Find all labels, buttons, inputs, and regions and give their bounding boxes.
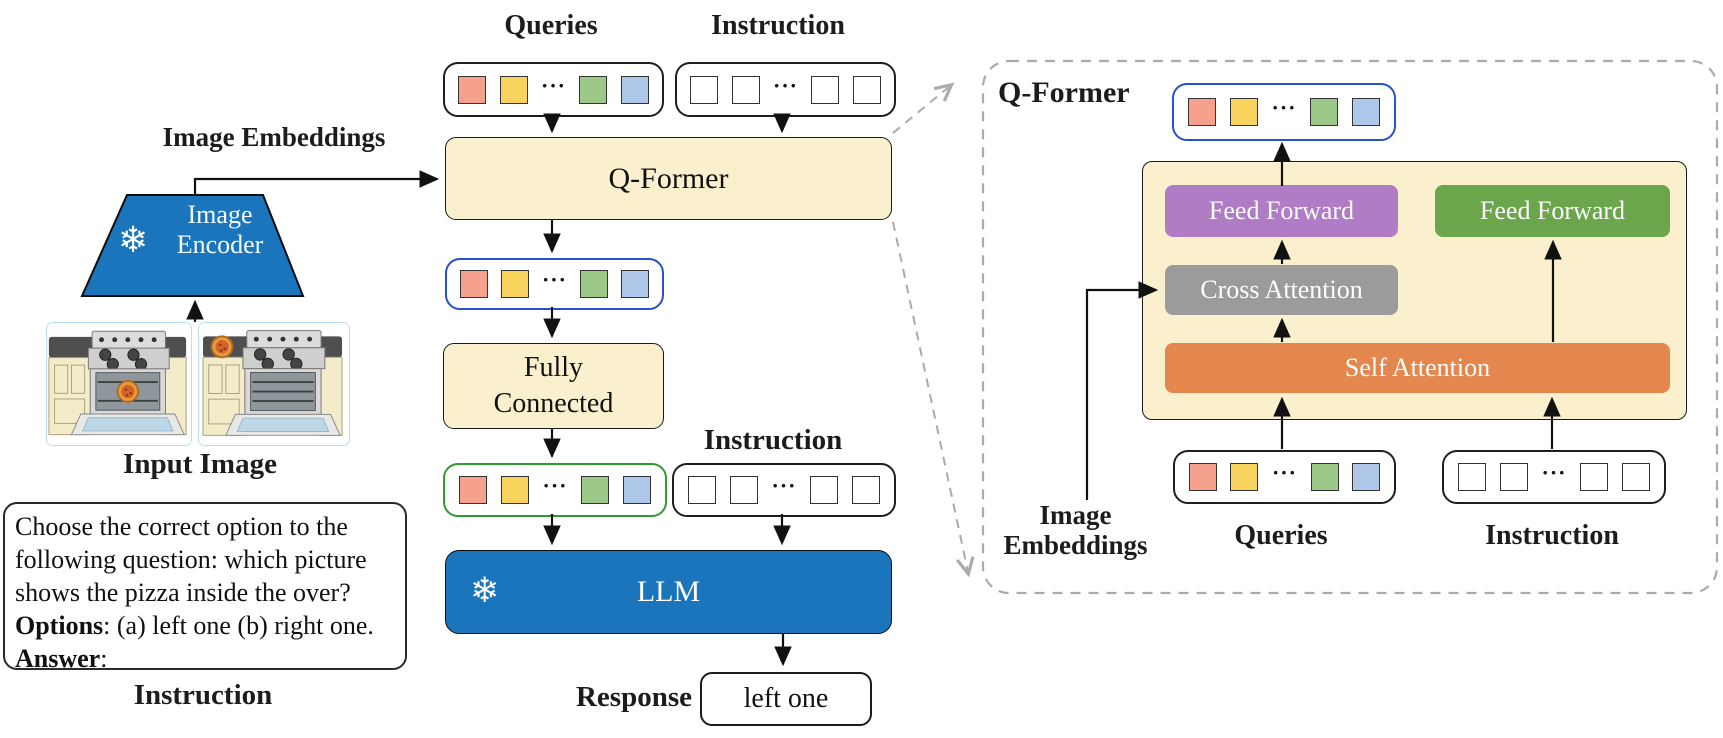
- projected-token-box: ···: [443, 463, 667, 517]
- panel-queries-token-box: ···: [1173, 450, 1396, 504]
- token-square: [1580, 463, 1609, 491]
- cross-attention-block: Cross Attention: [1165, 265, 1398, 315]
- token-square: [1229, 98, 1258, 126]
- token-square: [1622, 463, 1651, 491]
- ellipsis-dots: ···: [540, 72, 566, 98]
- image-encoder-label: Image Encoder: [160, 200, 280, 260]
- instruction-text-line: Answer:: [15, 644, 108, 673]
- token-square: [1352, 463, 1381, 491]
- panel-instruction-token-box: ···: [1442, 450, 1666, 504]
- oven-illustration-left: [48, 330, 187, 436]
- token-square: [731, 75, 760, 104]
- ellipsis-dots: ···: [772, 72, 798, 98]
- snowflake-icon: ❄: [118, 220, 149, 260]
- llm-box: ❄ LLM: [445, 550, 892, 634]
- token-square: [500, 476, 529, 504]
- snowflake-icon: ❄: [470, 571, 500, 610]
- llm-box-label: LLM: [636, 575, 701, 608]
- oven-pizza-on-counter-image: [198, 322, 350, 446]
- ellipsis-dots: ···: [1271, 460, 1297, 485]
- token-square: [1499, 463, 1528, 491]
- instruction-label-top: Instruction: [711, 10, 845, 41]
- dashed-connector-top: [892, 82, 955, 134]
- token-square: [729, 476, 758, 504]
- feed-forward-right-label: Feed Forward: [1479, 196, 1626, 225]
- self-attention-block: Self Attention: [1165, 343, 1670, 393]
- ellipsis-dots: ···: [771, 473, 797, 498]
- token-square: [1352, 98, 1381, 126]
- token-square: [852, 476, 881, 504]
- token-square: [1187, 98, 1216, 126]
- instruction-text-line: Options: (a) left one (b) right one.: [15, 611, 374, 640]
- token-square: [500, 270, 529, 298]
- token-square: [1230, 463, 1259, 491]
- ellipsis-dots: ···: [1541, 460, 1567, 485]
- cross-attention-label: Cross Attention: [1200, 275, 1363, 304]
- token-square: [458, 476, 487, 504]
- feed-forward-left-block: Feed Forward: [1165, 185, 1398, 237]
- ellipsis-dots: ···: [542, 473, 568, 498]
- panel-queries-label: Queries: [1234, 520, 1328, 551]
- instruction-text-line: Choose the correct option to the: [15, 512, 348, 541]
- fully-connected-box: Fully Connected: [443, 343, 664, 429]
- instruction-token-box-top: ···: [675, 62, 896, 117]
- token-square: [579, 75, 608, 104]
- query-output-token-box: ···: [445, 258, 664, 310]
- token-square: [581, 476, 610, 504]
- self-attention-label: Self Attention: [1344, 353, 1491, 382]
- response-label: Response: [575, 681, 692, 713]
- token-square: [1457, 463, 1486, 491]
- token-square: [459, 270, 488, 298]
- queries-label-top: Queries: [504, 10, 598, 41]
- fully-connected-line2: Connected: [493, 388, 614, 419]
- oven-pizza-inside-image: [46, 322, 192, 446]
- response-value: left one: [743, 683, 829, 714]
- queries-token-box: ···: [443, 62, 664, 117]
- token-square: [852, 75, 881, 104]
- fully-connected-line1: Fully: [523, 352, 584, 383]
- panel-image-embeddings-label: Image Embeddings: [988, 500, 1163, 560]
- instruction-text-line: following question: which picture: [15, 545, 367, 574]
- token-square: [499, 75, 528, 104]
- instruction-text-line: shows the pizza inside the over?: [15, 578, 351, 607]
- panel-image-embeddings-line1: Image: [1039, 500, 1112, 530]
- feed-forward-right-block: Feed Forward: [1435, 185, 1670, 237]
- oven-illustration-right: [202, 330, 343, 436]
- token-square: [687, 476, 716, 504]
- image-embeddings-label: Image Embeddings: [162, 122, 386, 152]
- token-square: [1310, 463, 1339, 491]
- instruction-caption: Instruction: [133, 679, 273, 711]
- token-square: [620, 270, 649, 298]
- token-square: [811, 75, 840, 104]
- arrow-image-embeddings-to-qformer: [193, 170, 440, 196]
- panel-query-output-token-box: ···: [1172, 83, 1396, 141]
- qformer-box-label: Q-Former: [608, 161, 729, 195]
- instruction-token-box-mid: ···: [672, 463, 896, 517]
- token-square: [458, 75, 487, 104]
- panel-instruction-label: Instruction: [1485, 520, 1619, 551]
- input-image-label: Input Image: [123, 448, 277, 480]
- instruction-label-mid: Instruction: [703, 424, 843, 456]
- image-encoder-line2: Encoder: [176, 230, 264, 259]
- panel-image-embeddings-line2: Embeddings: [1003, 530, 1148, 560]
- token-square: [1310, 98, 1339, 126]
- token-square: [623, 476, 652, 504]
- ellipsis-dots: ···: [1271, 95, 1297, 120]
- token-square: [690, 75, 719, 104]
- token-square: [579, 270, 608, 298]
- response-box: left one: [700, 672, 872, 726]
- token-square: [810, 476, 839, 504]
- token-square: [1188, 463, 1217, 491]
- dashed-connector-bottom: [892, 221, 975, 578]
- feed-forward-left-label: Feed Forward: [1208, 196, 1355, 225]
- ellipsis-dots: ···: [541, 267, 567, 292]
- qformer-box: Q-Former: [445, 137, 892, 220]
- image-encoder-line1: Image: [187, 200, 253, 229]
- token-square: [620, 75, 649, 104]
- instruction-text-box: Choose the correct option to the followi…: [3, 502, 407, 673]
